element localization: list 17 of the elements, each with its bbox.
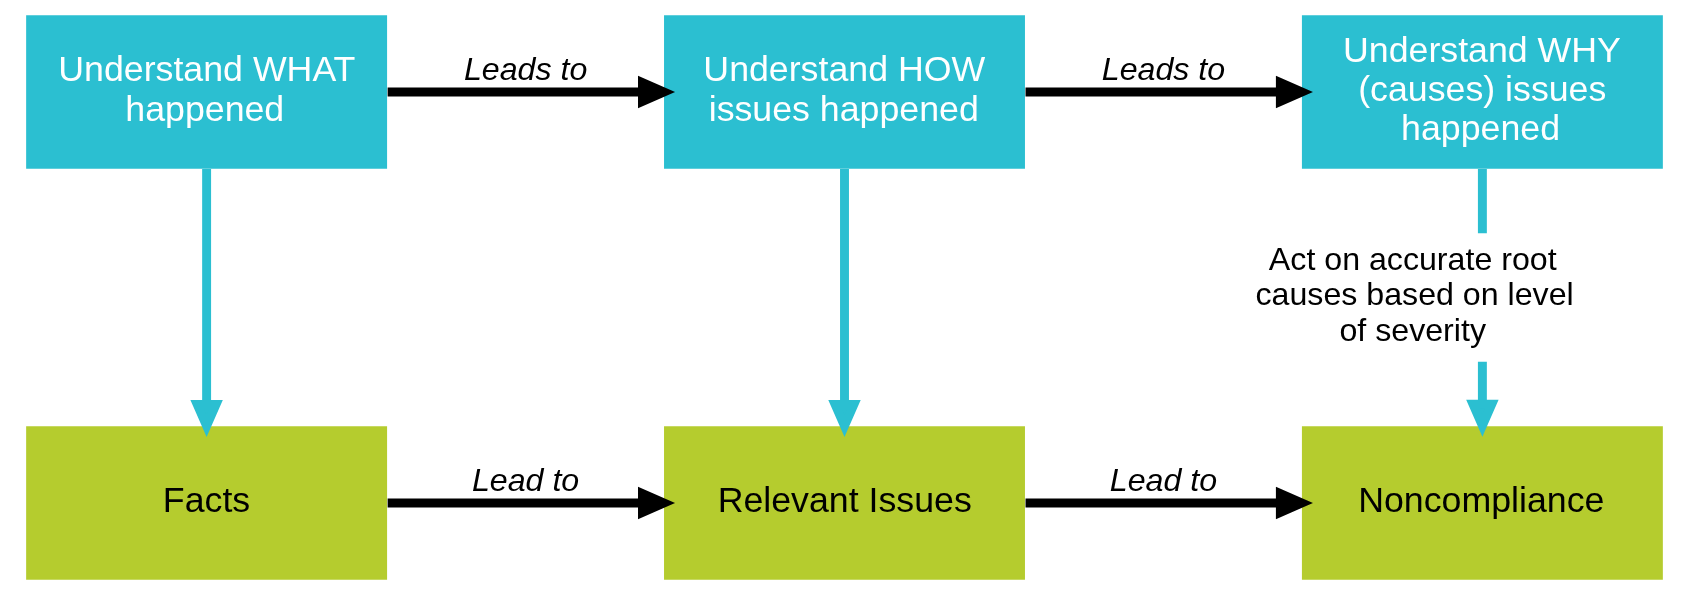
arrow [1025,486,1313,520]
arrow [827,169,861,438]
node-box: Understand HOW issues happened [663,15,1025,169]
node-box: Facts [25,426,387,580]
node-box: Understand WHAT happened [25,15,387,169]
arrow [189,169,223,438]
edge-label: Leads to [463,51,587,88]
node-box: Noncompliance [1301,426,1663,580]
arrow [1025,75,1313,109]
edge-label: Lead to [471,462,579,499]
edge-label: Act on accurate root causes based on level of severity [1254,240,1574,349]
edge-label: Lead to [1109,462,1217,499]
node-box: Understand WHY (causes) issues happened [1301,15,1663,169]
edge-label: Leads to [1101,51,1225,88]
arrow [387,75,675,109]
node-box: Relevant Issues [663,426,1025,580]
arrow [387,486,675,520]
